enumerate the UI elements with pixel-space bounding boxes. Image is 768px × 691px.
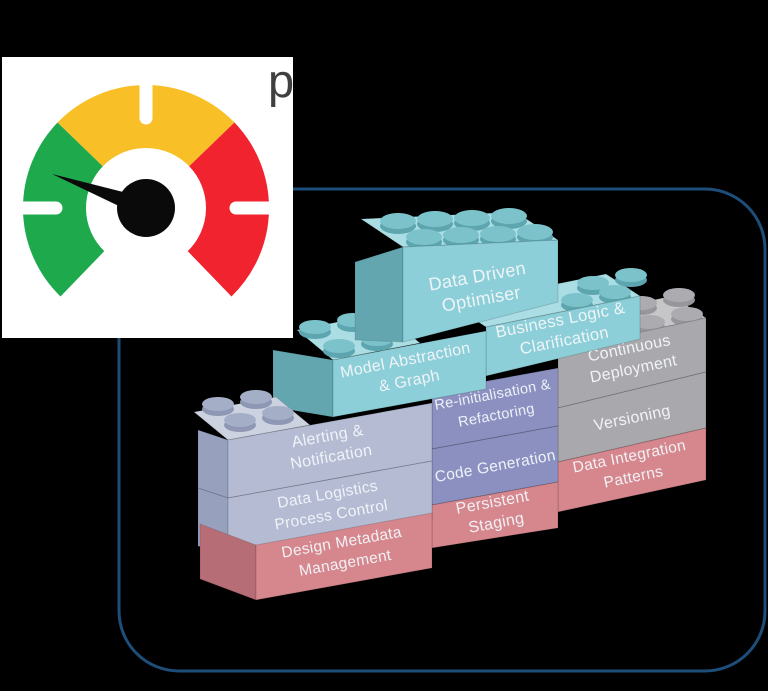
- partial-letter-p: p: [268, 54, 294, 107]
- data-driven-optimiser-stud-6-cap: [480, 226, 516, 242]
- data-driven-optimiser-stud-3: [491, 208, 527, 229]
- model-abstraction-graph-front-face: [332, 330, 487, 418]
- data-driven-optimiser-stud-2-cap: [454, 210, 490, 226]
- brick-code-generation: Code Generation: [431, 425, 559, 506]
- data-driven-optimiser-front-face: [402, 239, 559, 343]
- continuous-deployment-stud-2-cap: [633, 315, 665, 329]
- alerting-notification-stud-2: [224, 413, 256, 432]
- data-driven-optimiser-stud-2: [454, 210, 490, 231]
- continuous-deployment-stud-1-cap: [663, 288, 695, 302]
- business-logic-clarification-stud-2-cap: [561, 293, 593, 307]
- model-abstraction-graph-stud-2: [323, 339, 355, 358]
- alerting-notification-stud-1: [240, 390, 272, 409]
- data-driven-optimiser-side-face: [354, 246, 404, 343]
- gauge-card: p: [2, 54, 294, 338]
- brick-versioning: Versioning: [557, 371, 707, 463]
- data-driven-optimiser-stud-4: [406, 229, 442, 250]
- alerting-notification-stud-1-cap: [240, 390, 272, 404]
- business-logic-clarification-stud-0-cap: [577, 276, 609, 290]
- data-driven-optimiser-stud-0-cap: [380, 213, 416, 229]
- alerting-notification-side-face: [197, 429, 229, 499]
- business-logic-clarification-stud-1-cap: [615, 268, 647, 282]
- gauge-needle-hub: [117, 179, 175, 237]
- alerting-notification-stud-3: [262, 406, 294, 425]
- alerting-notification-stud-3-cap: [262, 406, 294, 420]
- frame-rounded-border: [117, 187, 767, 673]
- business-logic-clarification-stud-0: [577, 276, 609, 295]
- alerting-notification-stud-0: [202, 397, 234, 416]
- model-abstraction-graph-stud-0: [299, 320, 331, 339]
- alerting-notification-stud-2-cap: [224, 413, 256, 427]
- business-logic-clarification-stud-1: [615, 268, 647, 287]
- continuous-deployment-stud-3-cap: [671, 307, 703, 321]
- model-abstraction-graph-stud-0-cap: [299, 320, 331, 334]
- model-abstraction-graph-stud-2-cap: [323, 339, 355, 353]
- data-driven-optimiser-stud-7-cap: [517, 224, 553, 240]
- data-driven-optimiser-stud-1-cap: [417, 211, 453, 227]
- alerting-notification-stud-0-cap: [202, 397, 234, 411]
- data-driven-optimiser-stud-0: [380, 213, 416, 234]
- data-driven-optimiser-stud-3-cap: [491, 208, 527, 224]
- continuous-deployment-stud-1: [663, 288, 695, 307]
- data-driven-optimiser-stud-1: [417, 211, 453, 232]
- data-driven-optimiser-stud-4-cap: [406, 229, 442, 245]
- data-driven-optimiser-stud-5-cap: [443, 227, 479, 243]
- design-metadata-management-front-face: [255, 512, 433, 601]
- business-logic-clarification-stud-3-cap: [599, 285, 631, 299]
- brick-alerting-notification: Alerting &Notification: [192, 390, 433, 499]
